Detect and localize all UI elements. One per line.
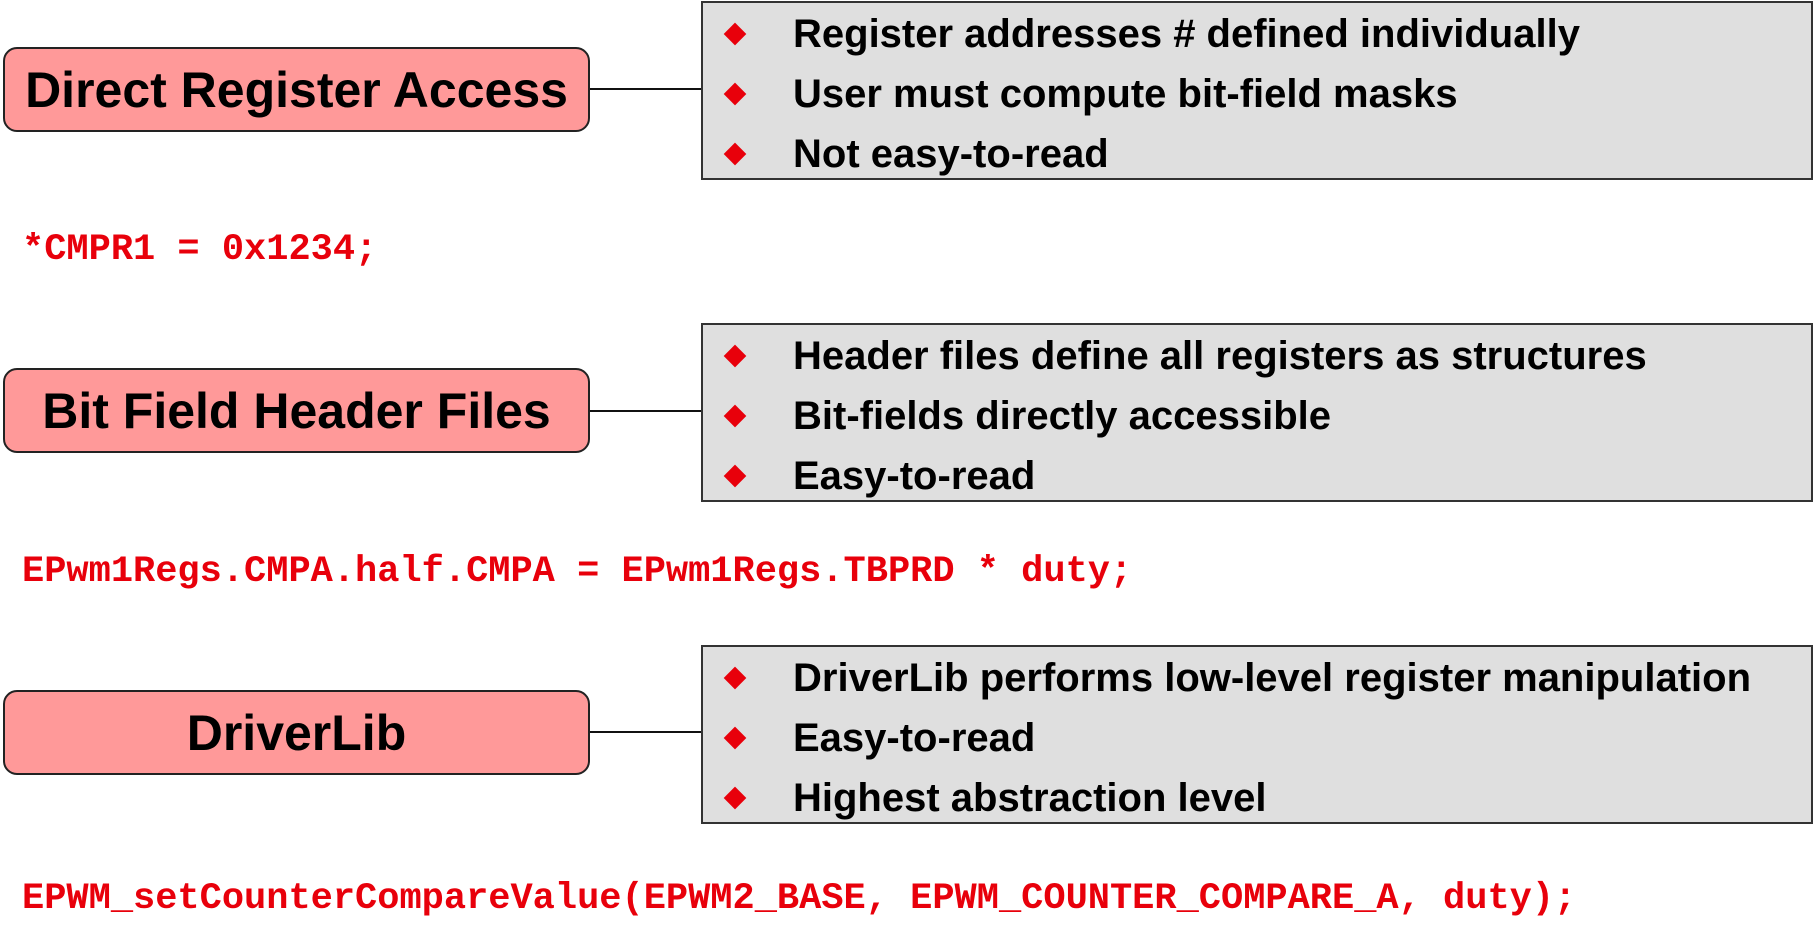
bullet-box-bit-field-header-files: Header files define all registers as str… [701, 323, 1813, 502]
label-driverlib: DriverLib [3, 690, 590, 775]
diamond-bullet-icon [723, 404, 747, 428]
label-bit-field-header-files: Bit Field Header Files [3, 368, 590, 453]
bullet-text: Not easy-to-read [793, 131, 1109, 176]
bullet-text: Header files define all registers as str… [793, 333, 1647, 378]
bullet-box-driverlib: DriverLib performs low-level register ma… [701, 645, 1813, 824]
bullet-text: DriverLib performs low-level register ma… [793, 655, 1752, 700]
code-example-bit-field: EPwm1Regs.CMPA.half.CMPA = EPwm1Regs.TBP… [22, 551, 1133, 593]
diamond-bullet-icon [723, 142, 747, 166]
label-text: Bit Field Header Files [42, 382, 551, 439]
bullet-box-direct-register-access: Register addresses # defined individuall… [701, 1, 1813, 180]
bullet-text: User must compute bit-field masks [793, 71, 1458, 116]
diamond-bullet-icon [723, 82, 747, 106]
connector-line [590, 410, 701, 412]
bullet-text: Highest abstraction level [793, 775, 1267, 820]
diamond-bullet-icon [723, 666, 747, 690]
bullet-item: Easy-to-read [703, 709, 1035, 767]
bullet-item: Easy-to-read [703, 447, 1035, 505]
bullet-item: Register addresses # defined individuall… [703, 5, 1580, 63]
diamond-bullet-icon [723, 786, 747, 810]
connector-line [590, 88, 701, 90]
diamond-bullet-icon [723, 726, 747, 750]
bullet-item: Not easy-to-read [703, 125, 1109, 183]
bullet-item: Highest abstraction level [703, 769, 1266, 827]
bullet-text: Easy-to-read [793, 715, 1036, 760]
bullet-item: User must compute bit-field masks [703, 65, 1458, 123]
diamond-bullet-icon [723, 464, 747, 488]
diamond-bullet-icon [723, 344, 747, 368]
connector-line [590, 731, 701, 733]
bullet-item: Header files define all registers as str… [703, 327, 1647, 385]
label-direct-register-access: Direct Register Access [3, 47, 590, 132]
bullet-text: Register addresses # defined individuall… [793, 11, 1580, 56]
code-example-direct-register: *CMPR1 = 0x1234; [22, 229, 378, 271]
bullet-item: Bit-fields directly accessible [703, 387, 1331, 445]
bullet-item: DriverLib performs low-level register ma… [703, 649, 1751, 707]
bullet-text: Easy-to-read [793, 453, 1036, 498]
bullet-text: Bit-fields directly accessible [793, 393, 1332, 438]
label-text: DriverLib [186, 704, 407, 761]
diamond-bullet-icon [723, 22, 747, 46]
label-text: Direct Register Access [25, 61, 568, 118]
code-example-driverlib: EPWM_setCounterCompareValue(EPWM2_BASE, … [22, 878, 1577, 920]
